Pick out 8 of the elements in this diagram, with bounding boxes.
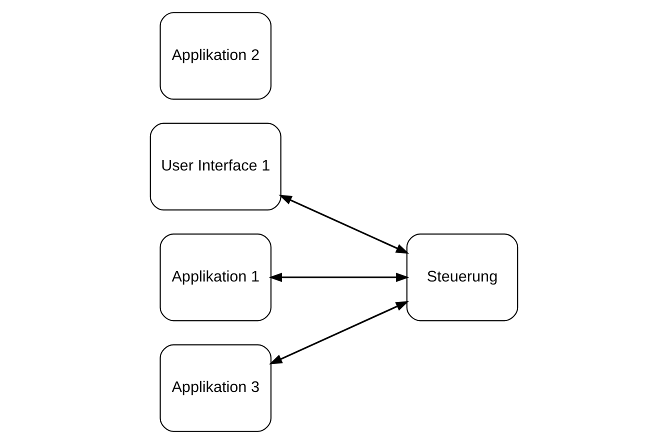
node-box: User Interface 1	[149, 122, 281, 210]
arrow	[278, 194, 409, 254]
node-box: Applikation 3	[159, 344, 272, 432]
arrow	[268, 300, 409, 364]
node-box: Steuerung	[406, 234, 518, 322]
node-box: Applikation 2	[159, 12, 272, 100]
node-box: Applikation 1	[159, 234, 272, 322]
arrow	[268, 272, 409, 282]
